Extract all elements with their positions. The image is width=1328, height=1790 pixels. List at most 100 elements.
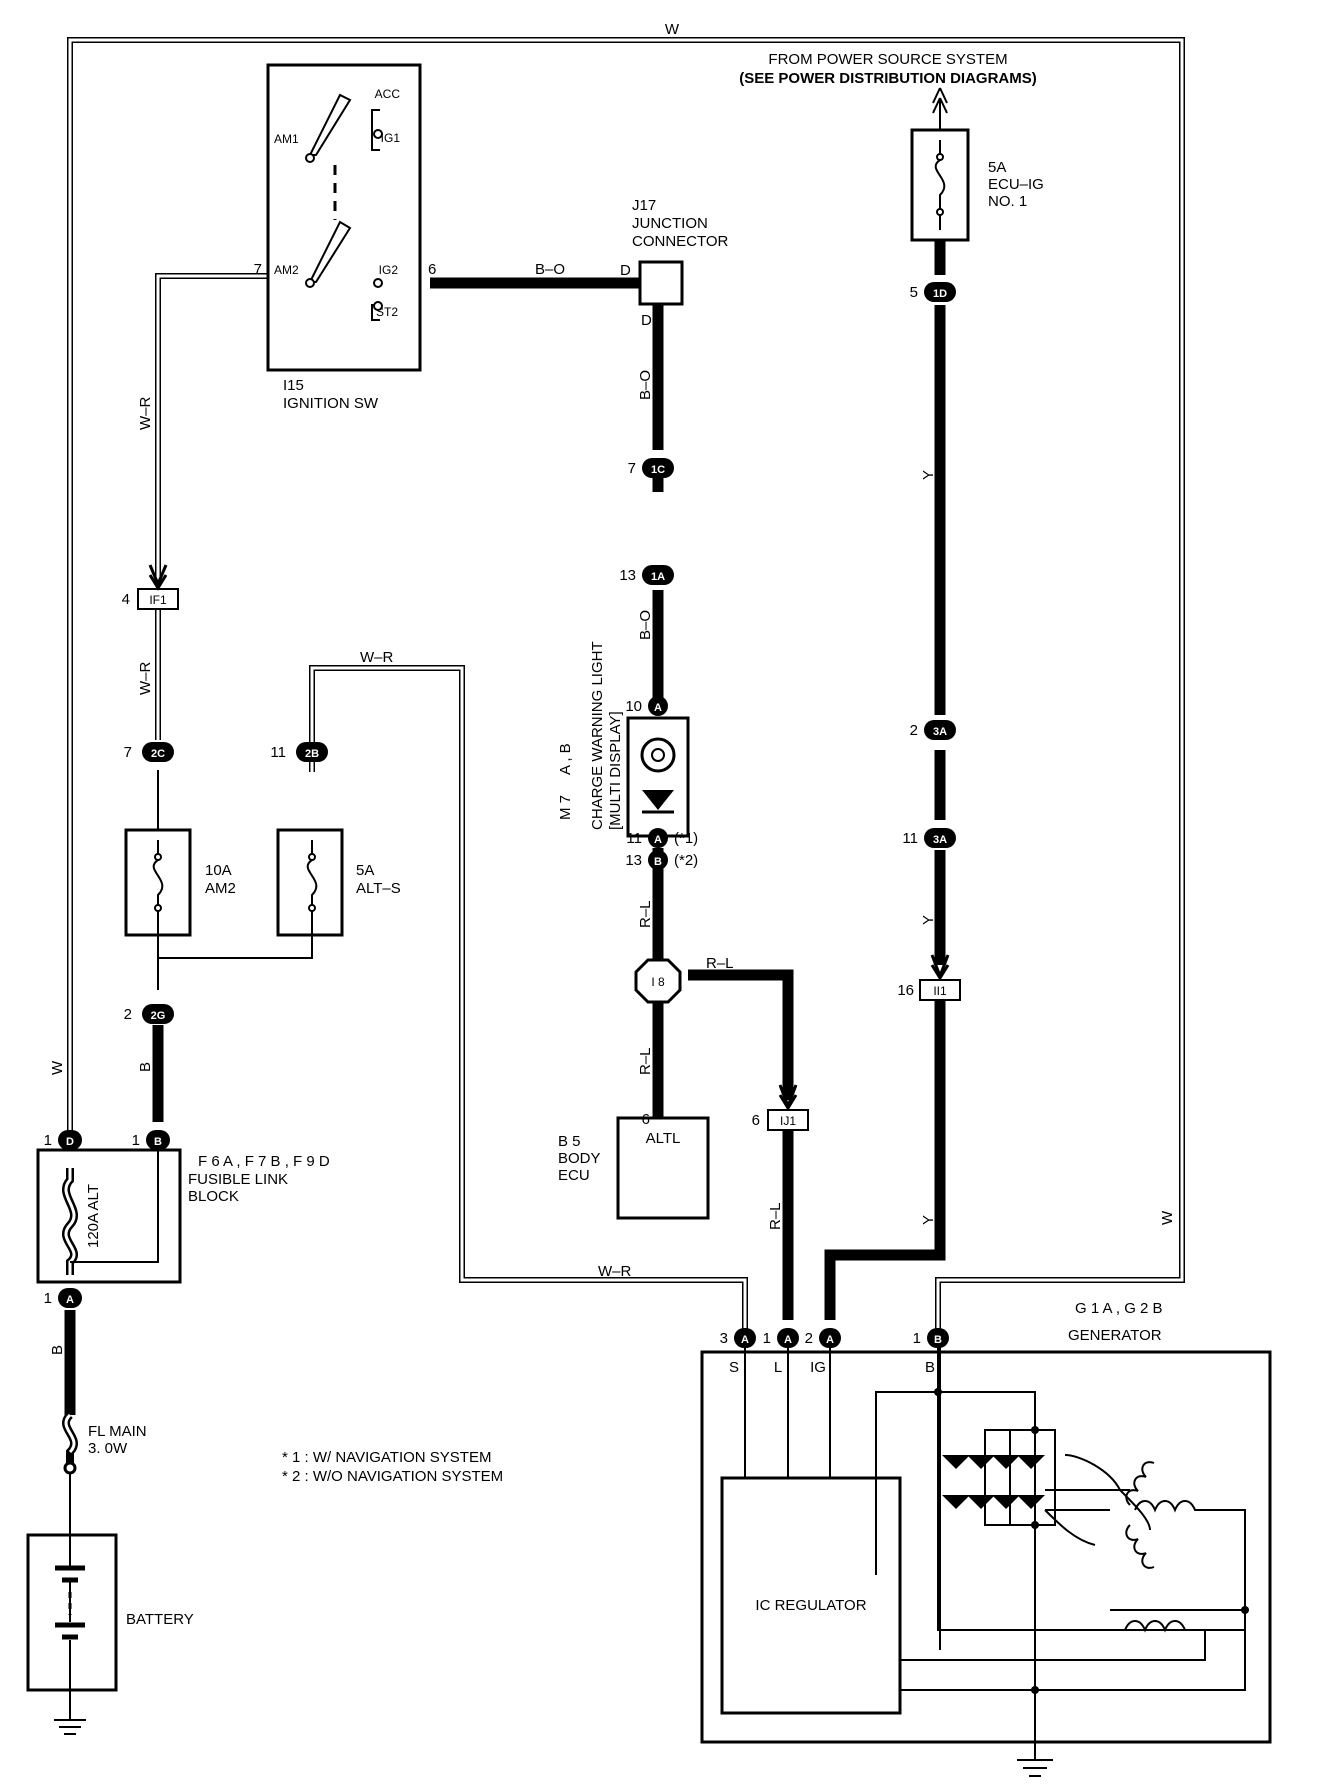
connector-fl-a: A 1: [44, 1288, 82, 1308]
svg-text:11: 11: [626, 830, 642, 847]
pin-ig2: 6: [428, 261, 436, 278]
svg-text:1: 1: [44, 1290, 52, 1307]
wire-color-ecu-ig-down: Y: [920, 470, 937, 480]
svg-text:2: 2: [124, 1006, 132, 1023]
generator-label: GENERATOR: [1068, 1327, 1162, 1344]
ignition-switch-name: IGNITION SW: [283, 395, 379, 412]
fuse-alt-s-rating: 5A: [356, 862, 374, 879]
connector-3a-upper: 3A 2: [910, 720, 956, 740]
svg-text:1C: 1C: [651, 464, 665, 476]
fuse-ecu-ig-number: NO. 1: [988, 193, 1027, 210]
junction-line1: JUNCTION: [632, 215, 708, 232]
svg-text:1: 1: [132, 1132, 140, 1149]
svg-text:IF1: IF1: [149, 593, 167, 607]
svg-text:7: 7: [124, 744, 132, 761]
wire-color-junction-down: B–O: [637, 370, 654, 400]
power-distribution-label: (SEE POWER DISTRIBUTION DIAGRAMS): [739, 70, 1037, 87]
generator-connector-ig: A 2: [805, 1328, 841, 1348]
connector-if1: IF1 4: [122, 564, 179, 610]
generator: S L IG B IC REGULATOR: [700, 1348, 1272, 1777]
svg-text:2: 2: [805, 1330, 813, 1347]
generator-connector-l: A 1: [763, 1328, 799, 1348]
ic-regulator: [720, 1476, 902, 1715]
generator-refs: G 1 A , G 2 B: [1075, 1300, 1163, 1317]
fuse-alt-s: 5A ALT–S: [276, 828, 401, 937]
generator-connector-s: A 3: [720, 1328, 756, 1348]
footnote-1: * 1 : W/ NAVIGATION SYSTEM: [282, 1449, 491, 1466]
charge-light-code: M 7: [557, 795, 574, 820]
generator-terminal-b: B: [925, 1359, 935, 1376]
fuse-ecu-ig: 5A ECU–IG NO. 1: [910, 128, 1044, 242]
terminal-am2: AM2: [274, 263, 299, 277]
fuse-am2-rating: 10A: [205, 862, 232, 879]
am2-wire-w-r: [155, 273, 268, 580]
connector-1c: 1C 7: [628, 458, 674, 478]
footnote-2: * 2 : W/O NAVIGATION SYSTEM: [282, 1468, 503, 1485]
body-ecu-code: B 5: [558, 1133, 581, 1150]
charge-light-line1: CHARGE WARNING LIGHT: [589, 641, 606, 830]
svg-text:1A: 1A: [651, 571, 665, 583]
svg-text:13: 13: [625, 852, 642, 869]
svg-text:3A: 3A: [933, 726, 947, 738]
svg-text:A: A: [66, 1294, 74, 1306]
fusible-link-rating: 120A ALT: [85, 1184, 102, 1248]
ic-regulator-label: IC REGULATOR: [755, 1597, 866, 1614]
power-source-arrow-icon: [932, 87, 948, 114]
ground-icon: [54, 1719, 86, 1735]
junction-pin-out: D: [641, 312, 652, 329]
svg-text:2C: 2C: [151, 748, 165, 760]
white-wire-loop: [67, 37, 1185, 1335]
generator-connector-b: B 1: [913, 1328, 949, 1348]
junction-i8: I 8: [634, 958, 682, 1004]
wire-color-am2: W–R: [137, 397, 154, 431]
generator-ground-icon: [1017, 1759, 1053, 1777]
fuse-am2: 10A AM2: [124, 828, 236, 937]
svg-text:B: B: [654, 856, 662, 868]
svg-text:11: 11: [902, 830, 918, 847]
fuse-alt-s-name: ALT–S: [356, 880, 401, 897]
generator-terminal-l: L: [774, 1359, 782, 1376]
charge-light-refs: A , B: [557, 743, 574, 775]
wire-color-fl-b: B: [137, 1062, 154, 1072]
wire-color-i8-right: R–L: [706, 955, 734, 972]
connector-ij1: IJ1 6: [752, 1084, 809, 1131]
svg-text:1: 1: [763, 1330, 771, 1347]
fl-main: FL MAIN 3. 0W: [62, 1412, 147, 1475]
fuse-am2-name: AM2: [205, 880, 236, 897]
body-ecu: ALTL 6 B 5 BODY ECU: [558, 1111, 710, 1220]
svg-text:11: 11: [270, 744, 286, 761]
svg-text:7: 7: [628, 460, 636, 477]
wire-color-light-rl: R–L: [637, 900, 654, 928]
svg-text:1: 1: [913, 1330, 921, 1347]
wire-color-alt-s-top: W–R: [360, 649, 394, 666]
charge-warning-light: M 7 A , B CHARGE WARNING LIGHT [MULTI DI…: [557, 641, 690, 838]
svg-text:(*1): (*1): [674, 830, 698, 847]
svg-text:I 8: I 8: [651, 975, 665, 989]
connector-m7b-bottom: B 13 (*2): [625, 850, 698, 870]
svg-text:D: D: [66, 1136, 74, 1148]
terminal-ig1: IG1: [381, 131, 401, 145]
junction-code: J17: [632, 197, 656, 214]
body-ecu-line1: BODY: [558, 1150, 601, 1167]
svg-text:A: A: [654, 702, 662, 714]
svg-text:10: 10: [625, 698, 642, 715]
junction-line2: CONNECTOR: [632, 233, 729, 250]
fl-main-line2: 3. 0W: [88, 1440, 128, 1457]
body-ecu-line2: ECU: [558, 1167, 590, 1184]
fusible-link-block: 120A ALT FUSIBLE LINK BLOCK F 6 A , F 7 …: [36, 1148, 330, 1284]
connector-fl-d: D 1: [44, 1130, 82, 1150]
svg-text:(*2): (*2): [674, 852, 698, 869]
wire-color-top: W: [665, 21, 680, 38]
wire-color-ij1-down: R–L: [767, 1202, 784, 1230]
wire-color-left-w: W: [49, 1060, 66, 1075]
wire-color-ig-junction: B–O: [535, 261, 565, 278]
fusible-link-line1: FUSIBLE LINK: [188, 1171, 288, 1188]
body-ecu-pin: 6: [642, 1111, 650, 1128]
svg-text:B: B: [154, 1136, 162, 1148]
wire-color-if1-2c: W–R: [137, 662, 154, 696]
connector-1a: 1A 13: [619, 565, 674, 585]
fusible-link-line2: BLOCK: [188, 1188, 239, 1205]
wire-color-fl-main-b: B: [49, 1345, 66, 1355]
svg-text:2G: 2G: [151, 1010, 166, 1022]
